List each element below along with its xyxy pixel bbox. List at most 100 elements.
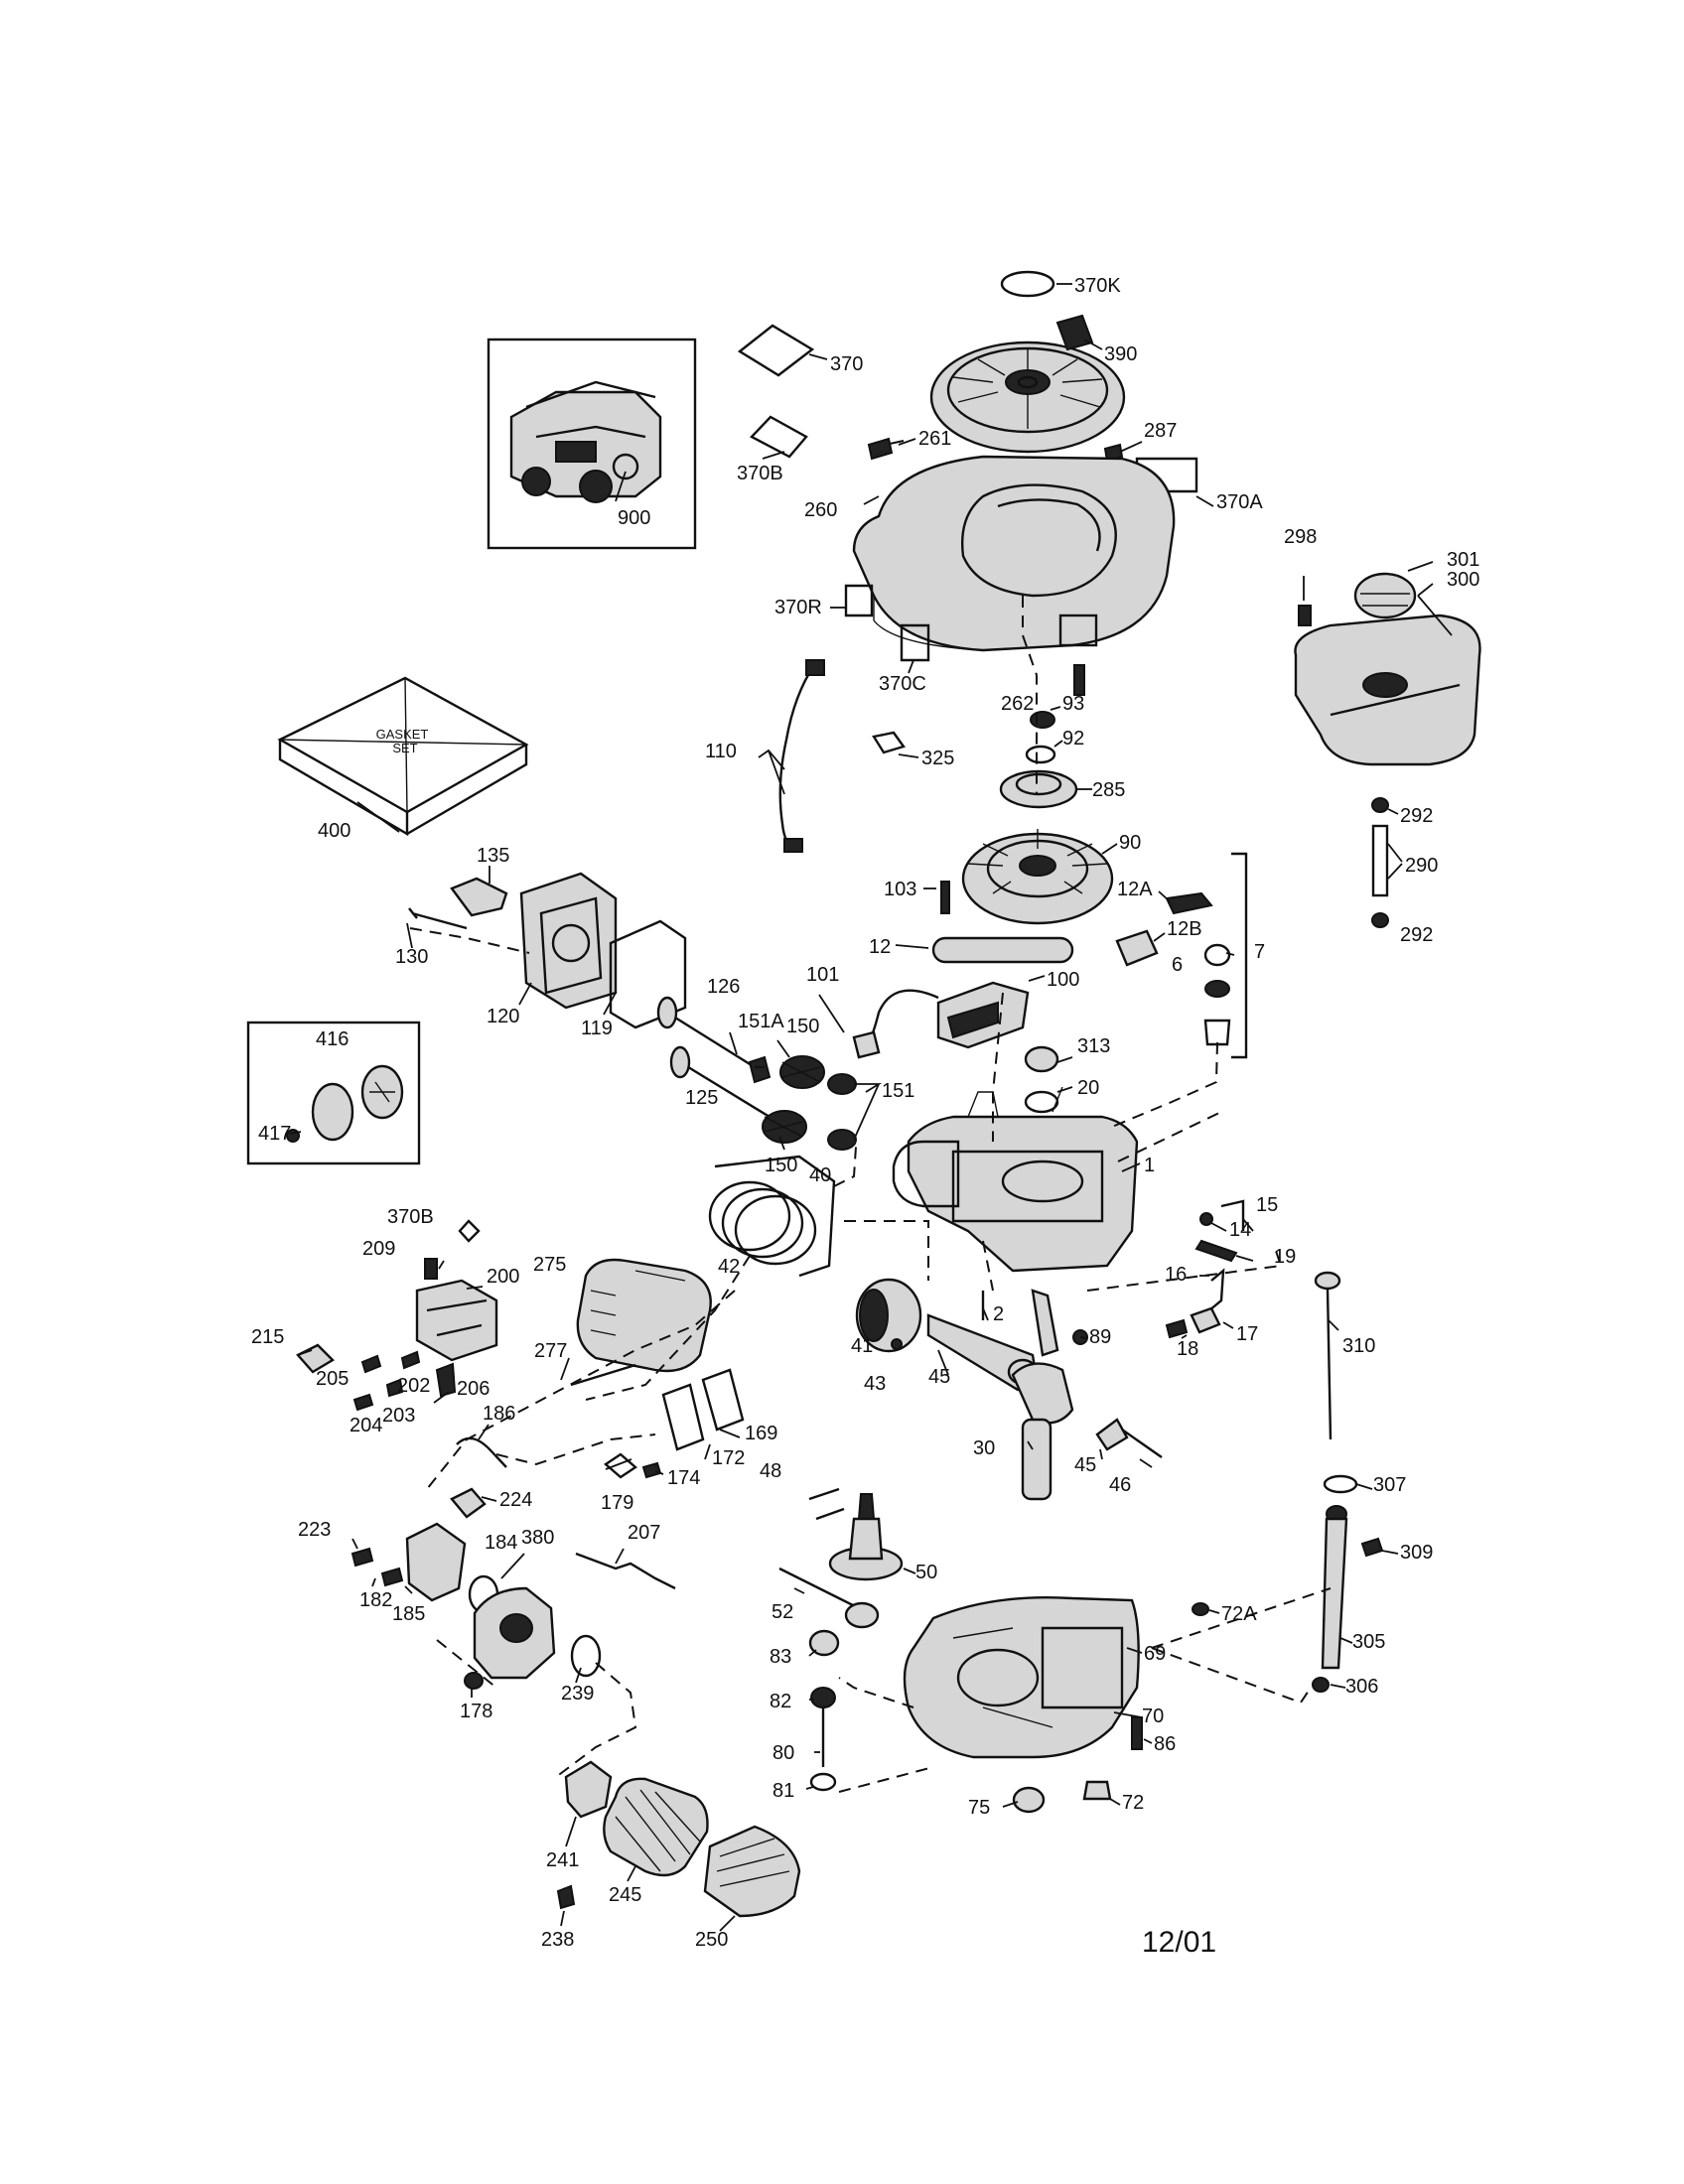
part-label: 101 xyxy=(806,964,839,986)
intake-185 xyxy=(405,1522,467,1602)
spark-plug xyxy=(450,877,508,917)
part-label: 185 xyxy=(392,1603,425,1625)
part-label: 151 xyxy=(882,1080,914,1102)
part-label: 92 xyxy=(1062,728,1084,750)
engine-assembly-inset xyxy=(487,338,697,550)
screw-103 xyxy=(940,881,950,914)
bracket-7 xyxy=(1231,852,1248,1059)
part-label: 239 xyxy=(561,1683,594,1705)
part-label: 380 xyxy=(521,1527,554,1549)
part-label: 48 xyxy=(760,1460,781,1482)
part-label: 206 xyxy=(457,1378,490,1400)
part-label: 100 xyxy=(1047,969,1079,991)
decal-370b-small xyxy=(458,1219,481,1243)
part-label: 14 xyxy=(1229,1219,1251,1241)
spring-206 xyxy=(435,1362,457,1398)
part-label: 110 xyxy=(705,741,737,762)
part-label: 174 xyxy=(667,1467,700,1489)
part-label: 46 xyxy=(1109,1474,1131,1496)
breather-inset xyxy=(246,1021,421,1165)
gasket-set-text: GASKET SET xyxy=(376,727,429,755)
revision-date-code: 12/01 xyxy=(1142,1926,1217,1959)
part-label: 245 xyxy=(609,1884,641,1906)
part-label: 150 xyxy=(786,1016,819,1037)
part-6 xyxy=(1203,943,1231,967)
ignition-wire xyxy=(778,664,815,851)
part-label: 103 xyxy=(884,879,916,900)
part-label: 42 xyxy=(718,1256,740,1278)
head-gasket xyxy=(609,919,687,1029)
part-label: 20 xyxy=(1077,1077,1099,1099)
carburetor xyxy=(473,1586,556,1680)
part-label: 292 xyxy=(1400,924,1433,946)
part-label: 125 xyxy=(685,1087,718,1109)
crankshaft xyxy=(1011,1289,1074,1501)
part-label: 209 xyxy=(362,1238,395,1260)
part-label: 290 xyxy=(1405,855,1438,877)
ignition-module xyxy=(936,981,1030,1049)
spring-19 xyxy=(1194,1239,1238,1263)
washer-92 xyxy=(1025,745,1056,764)
part-12a xyxy=(1165,891,1213,915)
washer-81 xyxy=(809,1772,837,1792)
spring-203 xyxy=(385,1378,404,1398)
spring-202 xyxy=(400,1350,421,1370)
part-label: 12A xyxy=(1117,879,1153,900)
part-label: 325 xyxy=(921,748,954,769)
screw-204 xyxy=(352,1393,374,1412)
base-241 xyxy=(564,1760,613,1819)
part-label: 261 xyxy=(918,428,951,450)
part-label: 370A xyxy=(1216,491,1263,513)
leader-lines xyxy=(289,283,1453,1932)
seal-313 xyxy=(1024,1045,1059,1073)
valve-126 xyxy=(666,1011,756,1069)
part-label: 81 xyxy=(772,1780,794,1802)
piston xyxy=(855,1278,922,1353)
link-186 xyxy=(456,1436,507,1468)
part-label: 260 xyxy=(804,499,837,521)
part-label: 80 xyxy=(772,1742,794,1764)
part-label: 300 xyxy=(1447,569,1479,591)
seal-151-a xyxy=(827,1073,857,1095)
part-label: 298 xyxy=(1284,526,1317,548)
bracket-179 xyxy=(604,1452,637,1479)
part-label: 900 xyxy=(618,507,650,529)
part-label: 262 xyxy=(1001,693,1034,715)
seal-75 xyxy=(1012,1786,1046,1814)
part-label: 72 xyxy=(1122,1792,1144,1814)
gasket-169 xyxy=(701,1368,745,1432)
part-label: 370K xyxy=(1074,275,1121,297)
filter-cover-250 xyxy=(703,1825,801,1918)
part-label: 370C xyxy=(879,673,926,695)
part-label: 370B xyxy=(737,463,783,484)
screw-48 xyxy=(808,1487,845,1521)
part-label: 306 xyxy=(1345,1676,1378,1698)
part-7-cap xyxy=(1203,1019,1231,1046)
part-label: 89 xyxy=(1089,1326,1111,1348)
bolt-130 xyxy=(408,907,468,930)
part-label: 307 xyxy=(1373,1474,1406,1496)
screw-298 xyxy=(1298,605,1312,626)
part-label: 204 xyxy=(350,1415,382,1436)
decal-370b xyxy=(750,415,808,459)
screw-182 xyxy=(380,1567,404,1587)
part-label: 12B xyxy=(1167,918,1202,940)
bolt-277 xyxy=(570,1363,636,1387)
part-label: 285 xyxy=(1092,779,1125,801)
part-label: 82 xyxy=(770,1691,791,1712)
decal-370r xyxy=(844,584,874,617)
decal-370 xyxy=(737,324,815,377)
valve-125 xyxy=(679,1060,771,1119)
seal-151-b xyxy=(827,1129,857,1151)
part-label: 75 xyxy=(968,1797,990,1819)
washer-20 xyxy=(1024,1090,1059,1114)
part-label: 50 xyxy=(915,1562,937,1583)
plug-72 xyxy=(1082,1780,1112,1801)
part-label: 130 xyxy=(395,946,428,968)
part-label: 301 xyxy=(1447,549,1479,571)
part-7-disc xyxy=(1204,980,1230,998)
part-label: 250 xyxy=(695,1929,728,1951)
screw-262 xyxy=(1073,664,1085,696)
screw-309 xyxy=(1360,1537,1384,1558)
